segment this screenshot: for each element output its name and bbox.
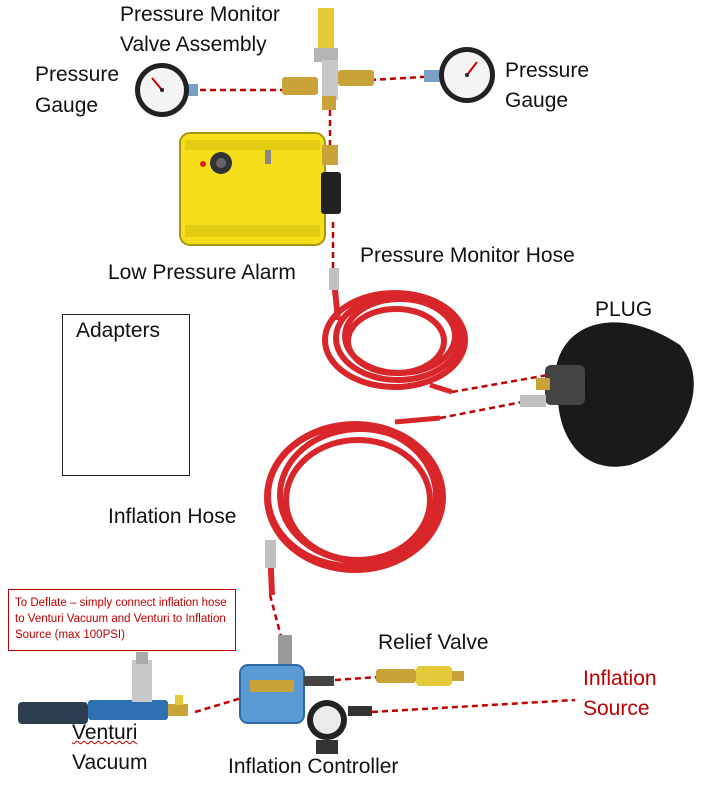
pressure-gauge-left-icon (135, 63, 198, 117)
inflation-source-label-line2: Source (583, 697, 650, 720)
relief-valve-icon (376, 666, 464, 686)
controller-icon (239, 635, 372, 754)
venturi-label-line1: Venturi (72, 718, 137, 748)
hose-fitting-icon (329, 268, 339, 290)
low-pressure-alarm-label: Low Pressure Alarm (108, 261, 296, 284)
pressure-gauge-left-label-line1: Pressure (35, 63, 120, 86)
venturi-icon (18, 652, 188, 724)
venturi-label-line2: Vacuum (72, 751, 148, 774)
pressure-gauge-left-label-line2: Gauge (35, 94, 99, 117)
adapters-box: Adapters (62, 314, 190, 476)
valve-assembly-icon (282, 8, 374, 110)
valve-assembly-label-line1: Pressure Monitor (120, 3, 280, 26)
relief-valve-label: Relief Valve (378, 631, 489, 654)
pressure-gauge-right-label-line2: Gauge (505, 89, 569, 112)
alarm-box-icon (179, 132, 341, 246)
valve-assembly-label-line2: Valve Assembly (120, 33, 267, 56)
adapters-label: Adapters (76, 319, 161, 342)
inflation-hose-icon (264, 415, 446, 596)
deflate-note: To Deflate – simply connect inflation ho… (8, 589, 236, 651)
plug-label: PLUG (595, 298, 653, 321)
plug-icon (520, 322, 694, 467)
inflation-hose-label: Inflation Hose (108, 505, 237, 528)
pressure-monitor-hose-label: Pressure Monitor Hose (360, 244, 575, 267)
pressure-monitor-hose-icon (322, 279, 468, 395)
venturi-label-text: Venturi (72, 721, 138, 744)
inflation-source-label-line1: Inflation (583, 667, 657, 690)
pressure-gauge-right-icon (424, 47, 495, 103)
hose-fitting-icon (265, 540, 276, 568)
inflation-controller-label: Inflation Controller (228, 755, 399, 778)
connector-lines (190, 74, 576, 714)
pressure-gauge-right-label-line1: Pressure (505, 59, 590, 82)
